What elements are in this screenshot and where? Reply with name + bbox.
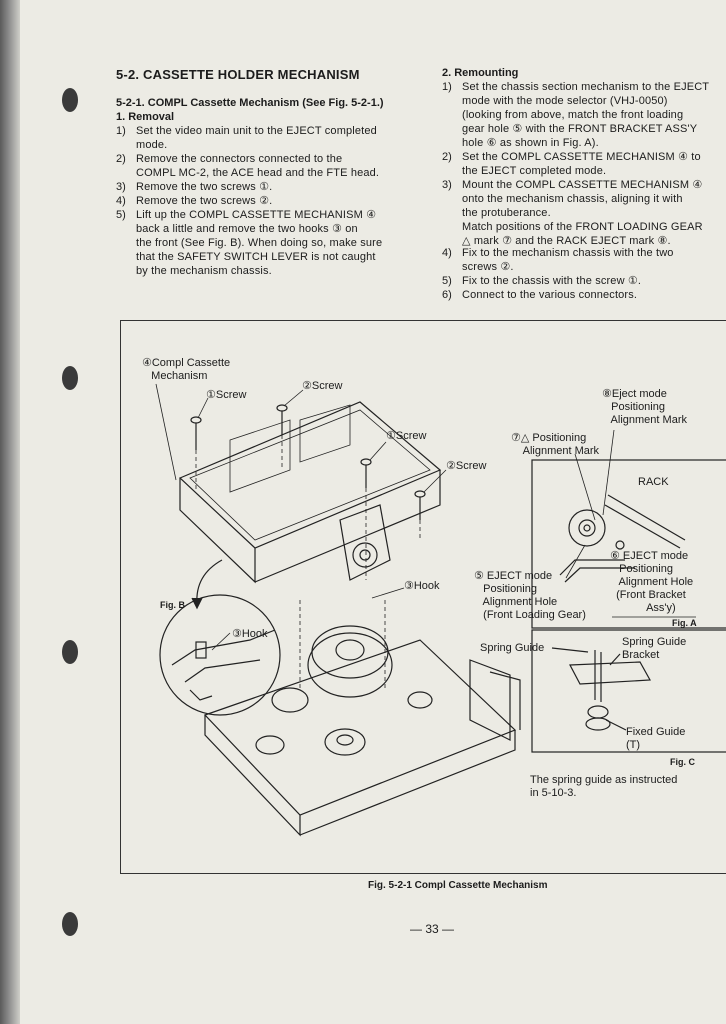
figure-frame: [120, 320, 726, 874]
step-text: Connect to the various connectors.: [462, 289, 638, 301]
label-screw-2a: ②Screw: [302, 380, 343, 392]
step-text: Mount the COMPL CASSETTE MECHANISM ④ ont…: [462, 179, 703, 247]
step-number: 5): [116, 209, 126, 221]
removal-heading: 1. Removal: [116, 111, 175, 123]
step-text: Remove the two screws ①.: [136, 181, 273, 193]
fig-b-detail: [159, 594, 281, 716]
label-screw-1b: ①Screw: [386, 430, 427, 442]
label-eject-mode-6: ⑥ EJECT mode Positioning Alignment Hole …: [610, 550, 694, 614]
step-number: 4): [116, 195, 126, 207]
punch-hole: [62, 912, 80, 938]
step-number: 5): [442, 275, 452, 287]
fig-b-label: Fig. B: [160, 600, 185, 610]
fig-c-label: Fig. C: [670, 757, 695, 767]
section-title: 5-2. CASSETTE HOLDER MECHANISM: [116, 67, 360, 82]
screw-icon: [276, 404, 288, 435]
step-number: 4): [442, 247, 452, 259]
label-spring-guide: Spring Guide: [480, 642, 545, 654]
step-number: 2): [442, 151, 452, 163]
fig-a-label: Fig. A: [672, 618, 697, 628]
binding-edge: [0, 0, 20, 1024]
label-eject-mode-5: ⑤ EJECT mode Positioning Alignment Hole …: [474, 570, 586, 621]
label-rack: RACK: [638, 476, 669, 488]
subsection-title: 5-2-1. COMPL Cassette Mechanism (See Fig…: [116, 97, 384, 109]
screw-icon: [190, 416, 202, 450]
step-text: Set the COMPL CASSETTE MECHANISM ④ to th…: [462, 151, 701, 177]
mechanism-chassis: [203, 639, 517, 816]
screw-icon: [360, 458, 372, 488]
front-loading-gear: [568, 509, 606, 547]
label-screw-2b: ②Screw: [446, 460, 487, 472]
punch-hole: [62, 640, 80, 666]
step-number: 2): [116, 153, 126, 165]
cassette-holder-frame: [178, 401, 442, 549]
label-hook-main: ③Hook: [404, 580, 440, 592]
remounting-heading: 2. Remounting: [442, 67, 519, 79]
label-screw-1a: ①Screw: [206, 389, 247, 401]
step-text: Remove the connectors connected to the C…: [136, 153, 380, 179]
step-number: 1): [442, 81, 452, 93]
punch-hole: [62, 88, 80, 114]
head-drum: [307, 632, 393, 698]
label-fixed-guide: Fixed Guide (T): [626, 726, 686, 751]
step-number: 3): [116, 181, 126, 193]
step-text: Set the chassis section mechanism to the…: [462, 81, 710, 149]
label-eject-mode-8: ⑧Eject mode Positioning Alignment Mark: [602, 388, 687, 426]
screw-icon: [414, 490, 426, 520]
step-text: Lift up the COMPL CASSETTE MECHANISM ④ b…: [136, 209, 383, 277]
step-text: Set the video main unit to the EJECT com…: [136, 125, 377, 151]
fig-a-frame: [531, 459, 726, 629]
figure-note: The spring guide as instructed in 5-10-3…: [530, 774, 678, 799]
step-text: Remove the two screws ②.: [136, 195, 273, 207]
step-number: 1): [116, 125, 126, 137]
punch-hole: [62, 366, 80, 392]
figure-caption: Fig. 5-2-1 Compl Cassette Mechanism: [368, 880, 548, 891]
step-text: Fix to the mechanism chassis with the tw…: [462, 247, 674, 273]
label-hook-b: ③Hook: [232, 628, 268, 640]
fig-c-frame: [531, 629, 726, 753]
label-positioning-7: ⑦△ Positioning Alignment Mark: [511, 432, 600, 457]
step-text: Fix to the chassis with the screw ①.: [462, 275, 642, 287]
label-spring-guide-bracket: Spring Guide Bracket: [622, 636, 687, 661]
page-number: — 33 —: [410, 922, 455, 936]
step-number: 3): [442, 179, 452, 191]
label-compl-cassette: ④Compl Cassette Mechanism: [142, 357, 231, 382]
step-number: 6): [442, 289, 452, 301]
